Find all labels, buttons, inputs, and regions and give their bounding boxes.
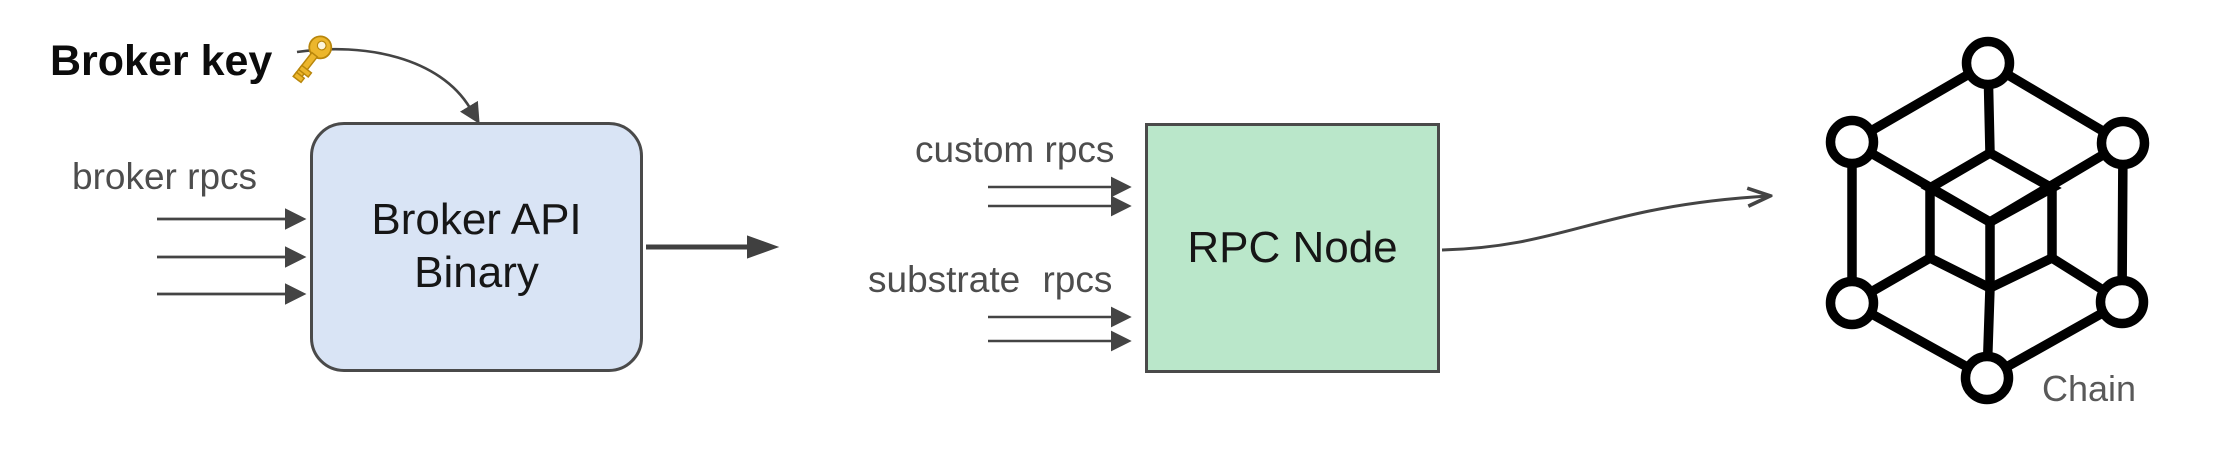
substrate-rpc-arrows	[988, 306, 1132, 352]
custom-rpc-arrows	[988, 176, 1132, 217]
broker-key-label: Broker key	[50, 36, 273, 85]
broker-rpc-arrows	[157, 208, 307, 305]
rpc-to-chain-arrow	[1441, 196, 1768, 252]
custom-rpcs-label: custom rpcs	[915, 129, 1115, 170]
broker-api-binary-node: Broker API Binary	[310, 122, 643, 372]
chain-label: Chain	[2042, 368, 2137, 409]
rpc-node-title: RPC Node	[1187, 222, 1398, 272]
key-icon	[292, 35, 333, 84]
broker-api-binary-title: Broker API Binary	[371, 195, 582, 297]
substrate-rpcs-label: substrate rpcs	[868, 259, 1113, 300]
rpc-node: RPC Node	[1145, 123, 1440, 373]
broker-rpcs-label: broker rpcs	[72, 156, 258, 197]
chain-cube-icon	[1825, 36, 2150, 405]
broker-key-label-group: Broker key	[50, 30, 340, 92]
